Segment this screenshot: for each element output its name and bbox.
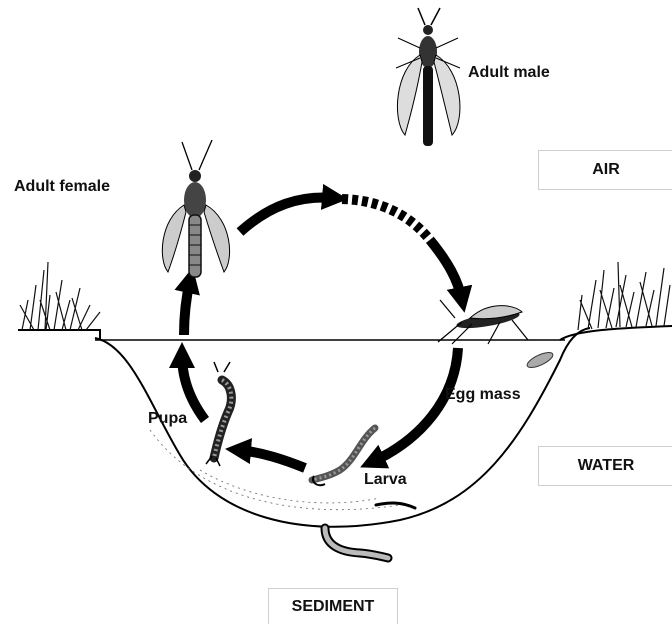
sediment-larva-illustration (325, 528, 388, 558)
water-zone-label: WATER (538, 446, 672, 486)
pupa-illustration (206, 362, 231, 466)
pupa-label: Pupa (148, 410, 187, 428)
air-zone-label: AIR (538, 150, 672, 190)
adult-female-illustration (162, 140, 229, 277)
right-bank (560, 326, 672, 340)
egg-mass-illustration (525, 350, 555, 371)
egg-laying-adult-illustration (438, 300, 528, 344)
arrow-to-egg-mass (430, 240, 462, 300)
arrow-egg-to-larva (372, 348, 458, 462)
arrow-female-to-egg (240, 197, 335, 232)
small-larva-illustration (376, 503, 415, 508)
arrow-pupa-to-female (184, 280, 190, 335)
arrow-larva-to-pupa (238, 450, 305, 468)
grass-right-illustration (578, 262, 670, 330)
sediment-zone-label: SEDIMENT (268, 588, 398, 624)
grass-left-illustration (20, 262, 100, 330)
adult-female-label: Adult female (14, 178, 110, 196)
adult-male-label: Adult male (468, 64, 550, 82)
larva-label: Larva (364, 471, 407, 489)
left-bank (18, 330, 100, 340)
adult-male-illustration (396, 8, 460, 146)
egg-mass-label: Egg mass (445, 386, 521, 404)
arrow-dashed-segment (342, 199, 430, 240)
